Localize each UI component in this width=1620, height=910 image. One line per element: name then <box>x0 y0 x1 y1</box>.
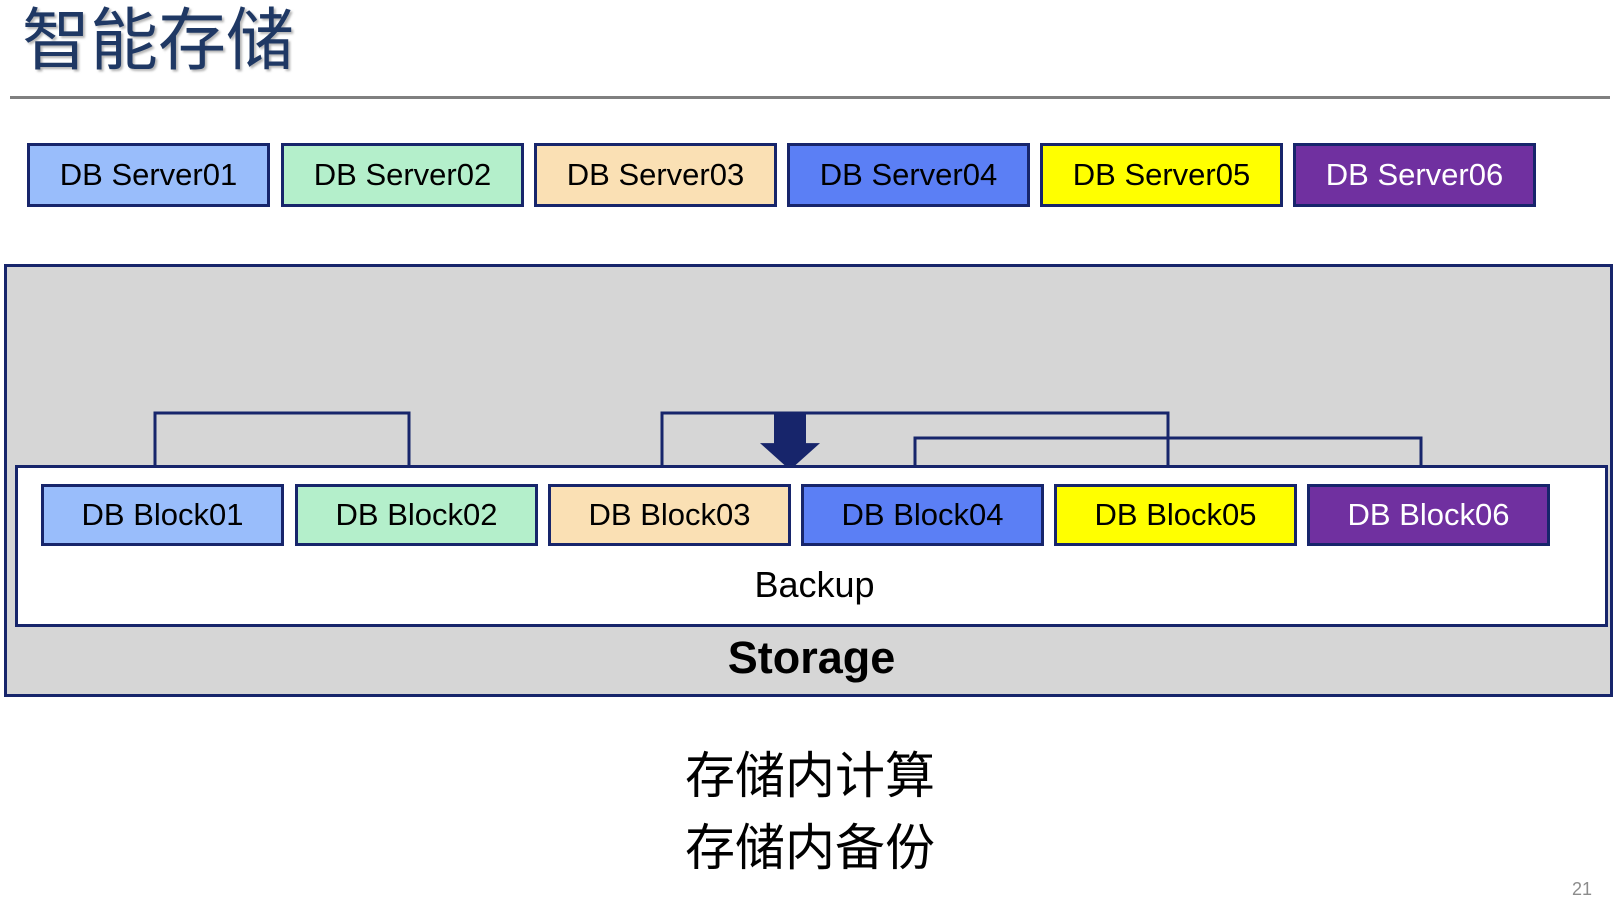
db-block-backup-node-1[interactable]: DB Block01 <box>41 484 284 546</box>
backup-label: Backup <box>754 564 875 605</box>
db-block-backup-node-5[interactable]: DB Block05 <box>1054 484 1297 546</box>
db-server-node-4[interactable]: DB Server04 <box>787 143 1030 207</box>
db-server-node-label: DB Server03 <box>566 157 745 192</box>
db-server-node-2[interactable]: DB Server02 <box>281 143 524 207</box>
db-server-node-1[interactable]: DB Server01 <box>27 143 270 207</box>
db-server-node-label: DB Server04 <box>819 157 998 192</box>
backup-box: DB Block01 DB Block02 DB Block03 DB Block04… <box>15 465 1608 627</box>
db-block-backup-node-label: DB Block02 <box>335 497 498 532</box>
db-server-node-label: DB Server01 <box>59 157 238 192</box>
db-block-backup-node-2[interactable]: DB Block02 <box>295 484 538 546</box>
db-block-backup-node-label: DB Block05 <box>1094 497 1257 532</box>
page-title: 智能存储 <box>22 3 295 79</box>
down-arrow-icon <box>760 414 820 470</box>
db-block-backup-node-label: DB Block06 <box>1347 497 1510 532</box>
storage-container: DB Block01 DB Block02 DB Block03 DB Block04… <box>4 264 1613 697</box>
db-server-node-label: DB Server05 <box>1072 157 1251 192</box>
storage-label: Storage <box>727 632 896 683</box>
caption-line-2: 存储内备份 <box>685 820 935 876</box>
db-block-backup-node-label: DB Block03 <box>588 497 751 532</box>
db-block-backup-node-label: DB Block01 <box>81 497 244 532</box>
db-server-node-3[interactable]: DB Server03 <box>534 143 777 207</box>
caption-line-1: 存储内计算 <box>685 748 935 804</box>
db-server-node-label: DB Server06 <box>1325 157 1504 192</box>
db-block-backup-node-6[interactable]: DB Block06 <box>1307 484 1550 546</box>
db-block-backup-node-4[interactable]: DB Block04 <box>801 484 1044 546</box>
db-server-node-5[interactable]: DB Server05 <box>1040 143 1283 207</box>
db-server-node-label: DB Server02 <box>313 157 492 192</box>
title-divider <box>10 96 1610 99</box>
page-number: 21 <box>1571 879 1592 899</box>
db-server-node-6[interactable]: DB Server06 <box>1293 143 1536 207</box>
db-block-backup-node-label: DB Block04 <box>841 497 1004 532</box>
db-block-backup-node-3[interactable]: DB Block03 <box>548 484 791 546</box>
